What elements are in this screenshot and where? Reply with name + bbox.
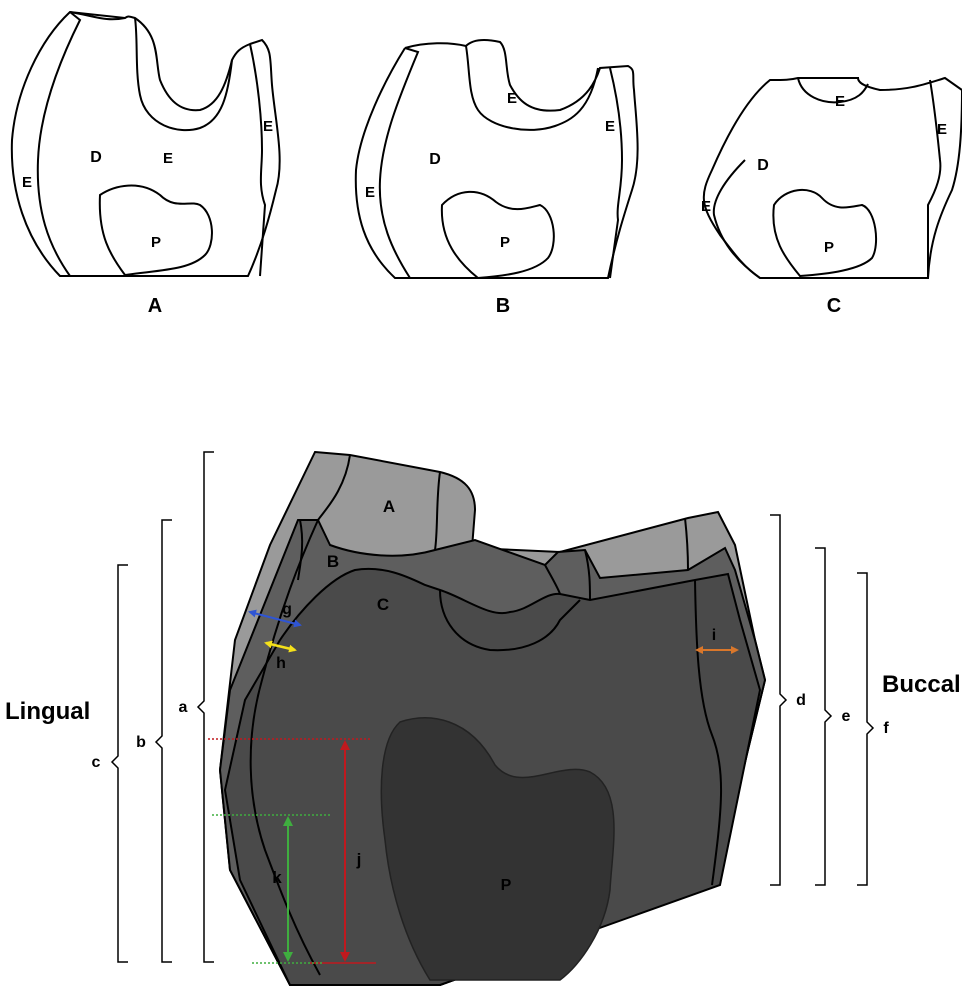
tooth-c-enamel-label-occlusal: E bbox=[835, 93, 845, 110]
bracket-a bbox=[198, 452, 214, 962]
tooth-b-caption: B bbox=[496, 295, 510, 317]
bracket-d bbox=[770, 515, 786, 885]
bracket-b bbox=[156, 520, 172, 962]
tooth-b-dentin-label: D bbox=[429, 151, 441, 168]
tooth-a-enamel-label-buccal: E bbox=[263, 118, 273, 135]
tooth-a-dentin-label: D bbox=[90, 149, 102, 166]
bracket-d-label: d bbox=[796, 692, 806, 709]
tooth-a-enamel-label-occlusal: E bbox=[163, 150, 173, 167]
measure-g-label: g bbox=[282, 601, 292, 618]
bracket-c-label: c bbox=[92, 754, 101, 771]
tooth-b-enamel-label-lingual: E bbox=[365, 184, 375, 201]
bracket-e-label: e bbox=[842, 708, 851, 725]
bracket-f bbox=[857, 573, 873, 885]
tooth-a-caption: A bbox=[148, 295, 162, 317]
tooth-c-caption: C bbox=[827, 295, 841, 317]
measure-i-label: i bbox=[712, 627, 716, 644]
measure-k-label: k bbox=[272, 868, 282, 887]
tooth-c-pulp-label: P bbox=[824, 239, 834, 256]
tooth-c-enamel-label-buccal: E bbox=[937, 121, 947, 138]
bracket-c bbox=[112, 565, 128, 962]
pulp-label: P bbox=[501, 877, 512, 894]
tooth-a-enamel-label-lingual: E bbox=[22, 174, 32, 191]
layer-b-label: B bbox=[327, 552, 339, 571]
tooth-outline-a bbox=[12, 12, 280, 276]
measure-j-label: j bbox=[356, 850, 362, 869]
bracket-f-label: f bbox=[883, 720, 889, 737]
layer-a-label: A bbox=[383, 497, 395, 516]
bracket-e bbox=[815, 548, 831, 885]
tooth-c-dentin-label: D bbox=[757, 157, 769, 174]
tooth-b-enamel-label-buccal: E bbox=[605, 118, 615, 135]
tooth-b-enamel-label-occlusal: E bbox=[507, 90, 517, 107]
lingual-label: Lingual bbox=[5, 698, 90, 725]
tooth-c-enamel-label-lingual: E bbox=[701, 198, 711, 215]
bracket-b-label: b bbox=[136, 734, 146, 751]
overlay-tooth bbox=[220, 452, 765, 985]
buccal-label: Buccal bbox=[882, 671, 961, 698]
layer-c-label: C bbox=[377, 595, 389, 614]
tooth-outline-b bbox=[356, 40, 638, 278]
bracket-a-label: a bbox=[179, 699, 188, 716]
tooth-a-pulp-label: P bbox=[151, 234, 161, 251]
measure-h-label: h bbox=[276, 655, 286, 672]
tooth-b-pulp-label: P bbox=[500, 234, 510, 251]
